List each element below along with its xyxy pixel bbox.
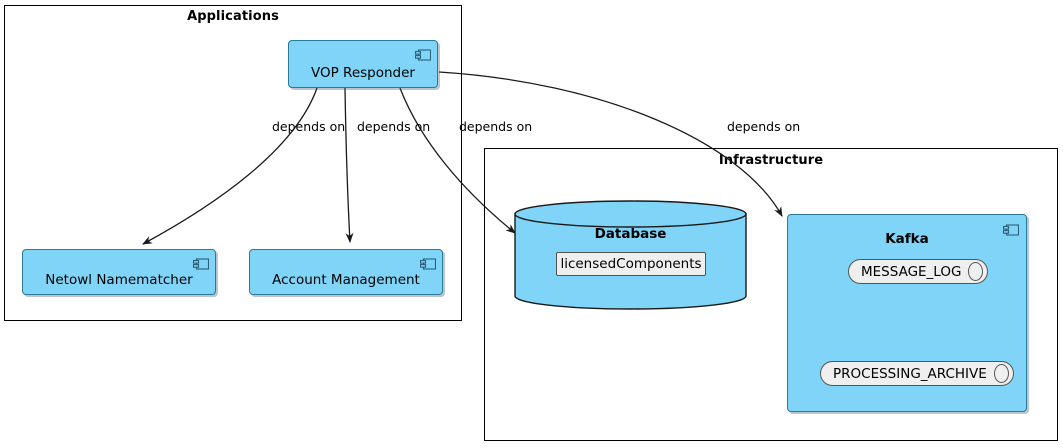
component-icon xyxy=(419,255,437,270)
database-node[interactable]: Database licensedComponents xyxy=(513,200,748,310)
queue-end-icon xyxy=(993,364,1009,383)
component-kafka-label: Kafka xyxy=(885,231,929,247)
component-netowl-namematcher[interactable]: Netowl Namematcher xyxy=(22,249,216,295)
database-title: Database xyxy=(594,226,667,242)
component-netowl-namematcher-label: Netowl Namematcher xyxy=(45,272,193,288)
database-artifact-licensed-components[interactable]: licensedComponents xyxy=(556,252,706,276)
component-vop-responder[interactable]: VOP Responder xyxy=(288,40,438,88)
component-account-management-label: Account Management xyxy=(272,272,420,288)
edge-label-account: depends on xyxy=(357,119,431,134)
kafka-topic-processing-archive[interactable]: PROCESSING_ARCHIVE xyxy=(820,361,1014,386)
component-icon xyxy=(1002,221,1020,236)
edge-label-database: depends on xyxy=(459,119,533,134)
component-icon xyxy=(192,255,210,270)
queue-end-icon xyxy=(968,262,984,281)
database-artifact-label: licensedComponents xyxy=(560,256,702,272)
edge-label-netowl: depends on xyxy=(272,119,346,134)
component-kafka[interactable]: Kafka MESSAGE_LOG PROCESSING_ARCHIVE xyxy=(787,214,1027,412)
kafka-topic-message-log-label: MESSAGE_LOG xyxy=(861,263,962,280)
package-applications-title: Applications xyxy=(187,9,279,24)
component-vop-responder-label: VOP Responder xyxy=(311,65,415,81)
kafka-topic-processing-archive-label: PROCESSING_ARCHIVE xyxy=(833,365,987,382)
component-account-management[interactable]: Account Management xyxy=(249,249,443,295)
kafka-topic-message-log[interactable]: MESSAGE_LOG xyxy=(848,259,989,284)
edge-label-kafka: depends on xyxy=(727,119,801,134)
package-infrastructure-title: Infrastructure xyxy=(718,153,824,168)
component-icon xyxy=(414,46,432,61)
